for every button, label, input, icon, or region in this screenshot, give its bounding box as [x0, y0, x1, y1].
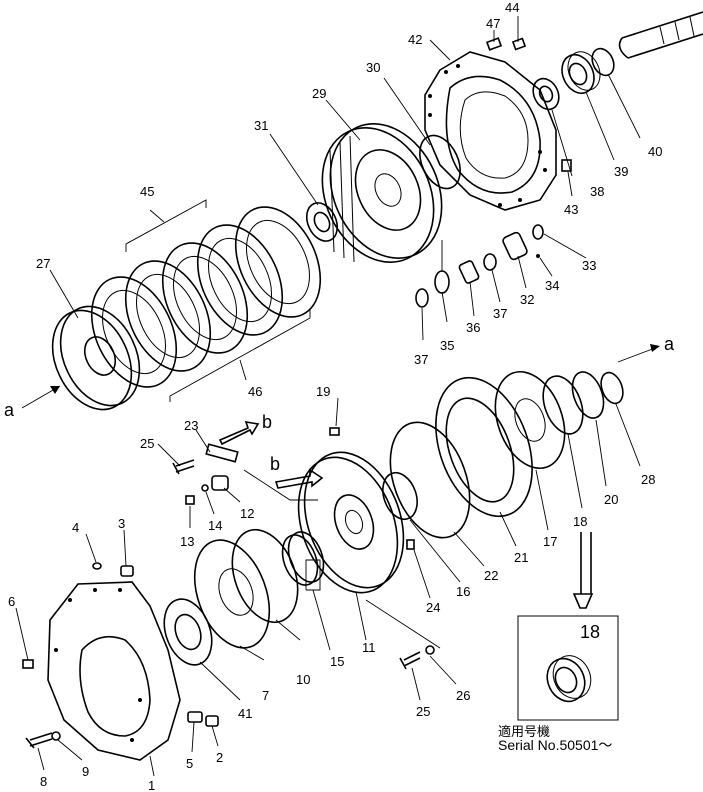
callout-6: 6 — [8, 594, 15, 609]
callout-33: 33 — [582, 258, 596, 273]
ref-a-left: a — [4, 400, 15, 420]
ref-a-right: a — [664, 334, 675, 354]
callout-42: 42 — [408, 32, 422, 47]
callout-14: 14 — [208, 518, 222, 533]
inset-box — [517, 615, 619, 721]
o-ring-16 — [382, 471, 418, 521]
ring-20 — [571, 371, 605, 419]
callout-43: 43 — [564, 202, 578, 217]
pin-19 — [329, 427, 340, 436]
callout-18: 18 — [573, 514, 587, 529]
callout-36: 36 — [466, 320, 480, 335]
callout-24: 24 — [426, 600, 440, 615]
callout-26: 26 — [456, 688, 470, 703]
seal-15 — [281, 531, 325, 586]
case-1 — [47, 581, 181, 761]
gear-21 — [435, 376, 533, 518]
callout-17: 17 — [543, 534, 557, 549]
callout-27: 27 — [36, 256, 50, 271]
callout-37b: 37 — [414, 352, 428, 367]
callout-10: 10 — [296, 672, 310, 687]
callout-12: 12 — [240, 506, 254, 521]
piston-11 — [297, 451, 405, 594]
leader-lines — [15, 16, 641, 777]
ref-b-top: b — [262, 412, 272, 432]
seal-10 — [231, 528, 299, 624]
bracket-45 — [125, 199, 207, 252]
callout-47: 47 — [486, 16, 500, 31]
inset-number: 18 — [580, 622, 600, 642]
callout-40: 40 — [648, 144, 662, 159]
callout-11: 11 — [362, 640, 376, 655]
plate-7 — [193, 539, 271, 649]
callout-41: 41 — [238, 706, 252, 721]
callout-28: 28 — [641, 472, 655, 487]
clutch-drum-29 — [321, 123, 443, 263]
callout-15: 15 — [330, 654, 344, 669]
clutch-pack-45 — [90, 206, 322, 388]
callout-37a: 37 — [493, 306, 507, 321]
spring-43 — [561, 159, 572, 172]
callout-30: 30 — [366, 60, 380, 75]
output-shaft — [618, 11, 703, 59]
pin-24 — [406, 539, 415, 550]
plate-17 — [494, 370, 566, 470]
callout-5: 5 — [186, 756, 193, 771]
callout-16: 16 — [456, 584, 470, 599]
ring-18 — [542, 375, 584, 435]
inset-jp-label: 適用号機 — [498, 724, 550, 739]
callout-19: 19 — [316, 384, 330, 399]
callout-44: 44 — [505, 0, 519, 15]
bearing-41 — [163, 598, 213, 666]
callout-22: 22 — [484, 568, 498, 583]
callout-20: 20 — [604, 492, 618, 507]
o-ring-22 — [389, 421, 471, 539]
arrow-b-top — [218, 420, 260, 446]
arrow-a-left — [21, 385, 61, 409]
callout-1: 1 — [148, 778, 155, 792]
inset-serial-label: Serial No.50501～ — [498, 737, 612, 753]
housing-42 — [424, 51, 557, 211]
callout-2: 2 — [216, 750, 223, 765]
callout-8: 8 — [40, 774, 47, 789]
bearing-31 — [305, 202, 339, 242]
carrier-27 — [51, 305, 141, 411]
bracket-46 — [169, 310, 311, 402]
pin-47 — [485, 37, 503, 51]
ref-b-mid: b — [270, 454, 280, 474]
snap-ring-28 — [600, 371, 624, 405]
callout-46: 46 — [248, 384, 262, 399]
callout-13: 13 — [180, 534, 194, 549]
callout-23: 23 — [184, 418, 198, 433]
callout-38: 38 — [590, 184, 604, 199]
small-parts-32-37 — [415, 224, 544, 308]
callout-31: 31 — [254, 118, 268, 133]
callout-45: 45 — [140, 184, 154, 199]
callout-7: 7 — [262, 688, 269, 703]
arrow-b-mid — [274, 468, 324, 489]
callout-35: 35 — [440, 338, 454, 353]
callout-34: 34 — [545, 278, 559, 293]
callout-29: 29 — [312, 86, 326, 101]
small-parts-lower — [22, 443, 435, 749]
callout-21: 21 — [514, 550, 528, 565]
snap-ring-40 — [591, 47, 615, 77]
pin-44 — [511, 37, 527, 51]
callout-9: 9 — [82, 764, 89, 779]
bearing-38 — [532, 77, 560, 111]
callout-25a: 25 — [140, 436, 154, 451]
callout-4: 4 — [72, 520, 79, 535]
callout-3: 3 — [118, 516, 125, 531]
callout-25b: 25 — [416, 704, 430, 719]
callout-39: 39 — [614, 164, 628, 179]
callout-32: 32 — [520, 292, 534, 307]
arrow-a-right — [617, 344, 660, 363]
inset-arrow — [572, 532, 594, 609]
